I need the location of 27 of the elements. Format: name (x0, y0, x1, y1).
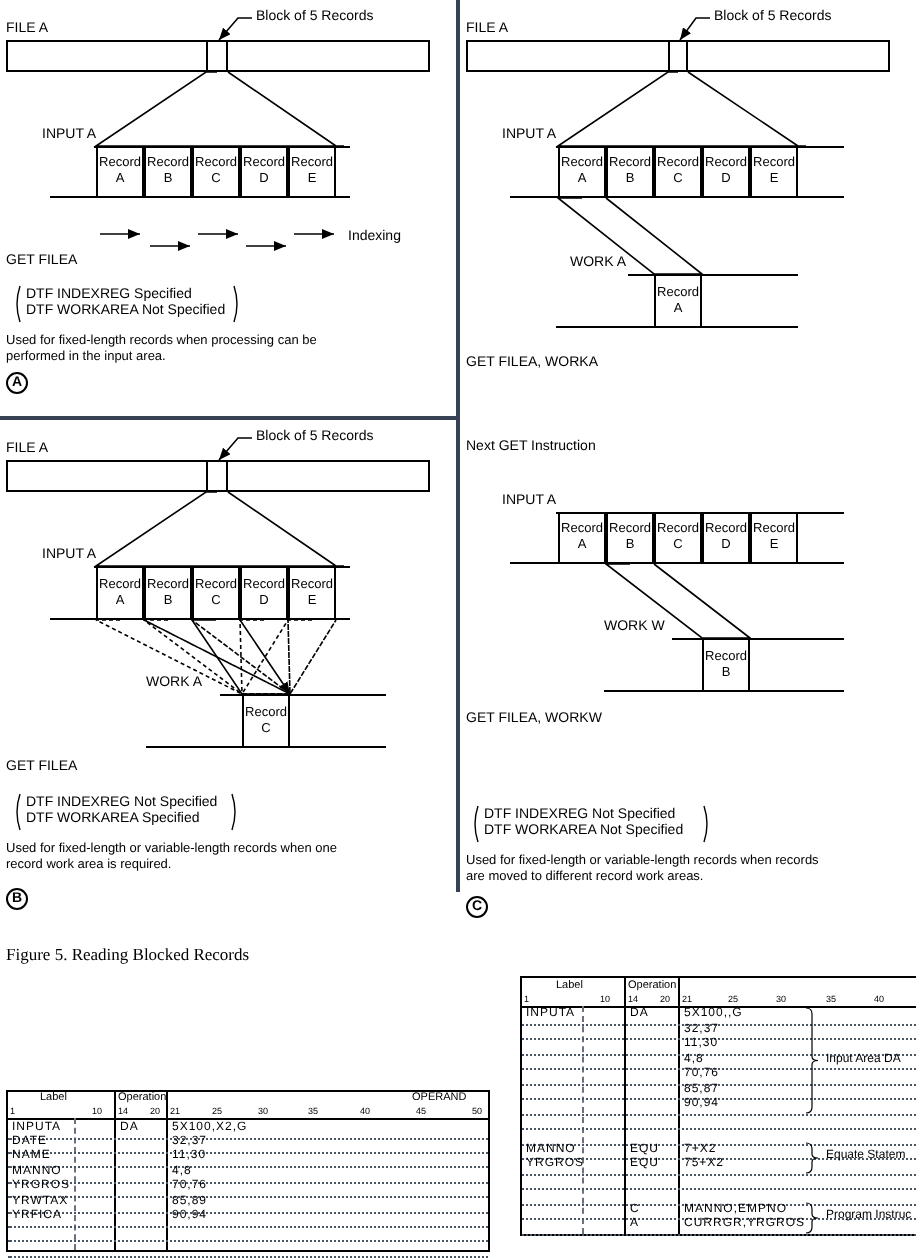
storage-area (42, 128, 350, 198)
block-segment (206, 460, 228, 492)
connector-line (93, 71, 345, 147)
tape-file (466, 22, 890, 72)
figure-caption: Figure 5. Reading Blocked Records (6, 944, 250, 964)
connector-line (239, 619, 291, 695)
connector-line (95, 619, 291, 695)
storage-area (502, 494, 844, 564)
connector-line (141, 619, 293, 695)
storage-area (42, 548, 350, 620)
leader-line (218, 17, 253, 41)
connector-line (190, 619, 292, 695)
connector-line (240, 619, 337, 695)
storage-area (604, 620, 844, 692)
connector-line (603, 563, 753, 639)
connector-line (555, 71, 807, 147)
block-segment (668, 40, 688, 72)
storage-area (146, 676, 386, 748)
tape-file (6, 22, 430, 72)
storage-area (502, 128, 844, 198)
storage-area (556, 256, 798, 328)
connector-line (93, 491, 345, 567)
leader-line (218, 437, 253, 461)
connector-line (555, 197, 705, 275)
block-segment (206, 40, 228, 72)
tape-file (6, 442, 430, 492)
leader-line (679, 17, 711, 41)
